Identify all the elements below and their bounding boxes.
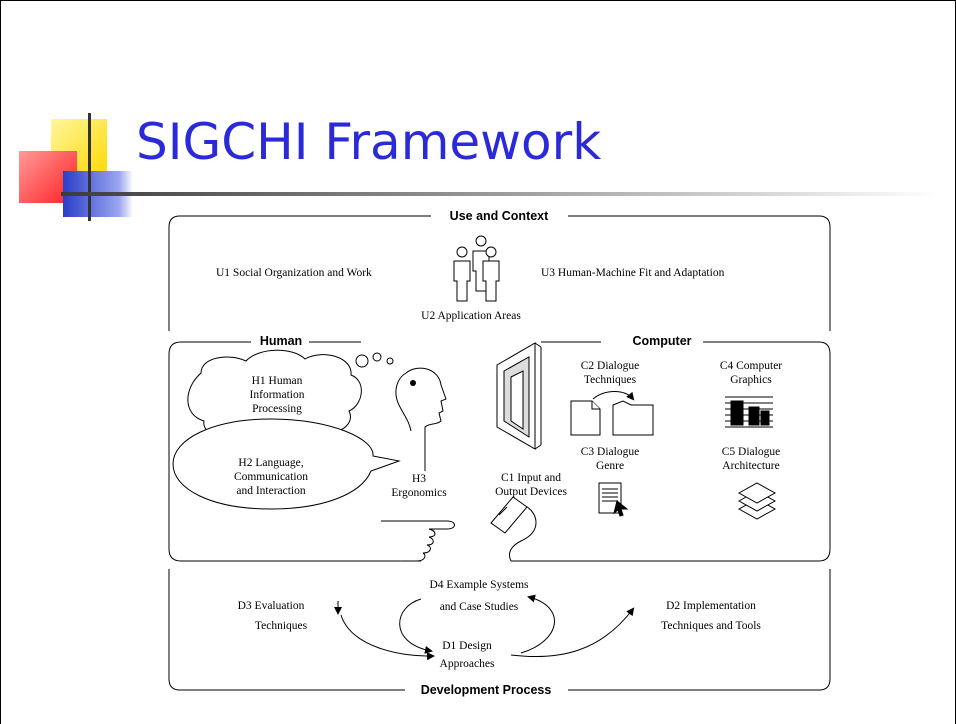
use-context-box: [168, 215, 831, 331]
human-head-icon: [395, 367, 447, 441]
d3-label-line1: D3 Evaluation: [238, 600, 305, 612]
h1-label-line3: Processing: [252, 403, 302, 415]
d1-to-d4-arrow: [520, 594, 555, 654]
c1-label-line1: C1 Input and: [501, 472, 561, 484]
c4-label-line2: Graphics: [730, 374, 772, 386]
document-icon: [570, 400, 601, 436]
human-eye-icon: [410, 380, 416, 386]
computer-box: [511, 341, 831, 562]
h2-label-line3: and Interaction: [236, 485, 306, 497]
title-underline: [61, 192, 941, 196]
u1-label: U1 Social Organization and Work: [216, 267, 372, 279]
development-box: [168, 569, 831, 691]
h1-label-line1: H1 Human: [252, 375, 303, 387]
c5-label-line2: Architecture: [722, 460, 779, 472]
thought-bubble-large: [355, 354, 369, 368]
monitor-icon: [496, 342, 542, 450]
c2-label-line2: Techniques: [584, 374, 637, 386]
section-development: Development Process: [421, 683, 552, 697]
d1-to-d2-arrow: [510, 607, 635, 658]
c5-label-line1: C5 Dialogue: [722, 446, 780, 458]
human-box: [168, 341, 421, 562]
pointing-hand-icon: [381, 520, 455, 562]
h2-label-line1: H2 Language,: [238, 457, 303, 469]
h3-label-line1: H3: [412, 473, 426, 485]
d1-label-line2: Approaches: [440, 658, 495, 670]
c1-label-line2: Output Devices: [495, 486, 567, 498]
folder-icon: [612, 400, 654, 436]
deco-vertical-line: [88, 113, 91, 221]
u3-label: U3 Human-Machine Fit and Adaptation: [541, 267, 725, 279]
c2-transfer-arrow: [592, 391, 635, 401]
c3-label-line1: C3 Dialogue: [581, 446, 639, 458]
d2-label-line2: Techniques and Tools: [661, 620, 761, 632]
d4-label-line1: D4 Example Systems: [429, 579, 529, 591]
slide-title: SIGCHI Framework: [136, 113, 602, 171]
h1-label-line2: Information: [250, 389, 305, 401]
c2-label-line1: C2 Dialogue: [581, 360, 639, 372]
thought-bubble-small: [386, 357, 394, 365]
d4-label-line2: and Case Studies: [440, 601, 519, 613]
h2-speech-ellipse: [172, 418, 401, 510]
c4-label-line1: C4 Computer: [720, 360, 782, 372]
d1-label-line1: D1 Design: [442, 640, 492, 652]
people-icon: [453, 235, 500, 302]
thought-bubble-medium: [372, 352, 382, 362]
form-cursor-icon: [598, 482, 629, 517]
section-human: Human: [260, 334, 302, 348]
h2-label-line2: Communication: [234, 471, 308, 483]
h3-label-line2: Ergonomics: [391, 487, 447, 499]
mouse-icon: [490, 496, 537, 562]
d3-label-line2: Techniques: [255, 620, 308, 632]
u2-label: U2 Application Areas: [421, 310, 521, 322]
graphics-icon: [725, 396, 773, 428]
d2-label-line1: D2 Implementation: [666, 600, 756, 612]
section-use-context: Use and Context: [450, 209, 549, 223]
c3-label-line2: Genre: [596, 460, 624, 472]
d4-to-d1-arrow: [399, 598, 433, 654]
layers-icon: [737, 482, 777, 520]
d3-to-d1-arrow: [340, 614, 435, 661]
section-computer: Computer: [632, 334, 691, 348]
